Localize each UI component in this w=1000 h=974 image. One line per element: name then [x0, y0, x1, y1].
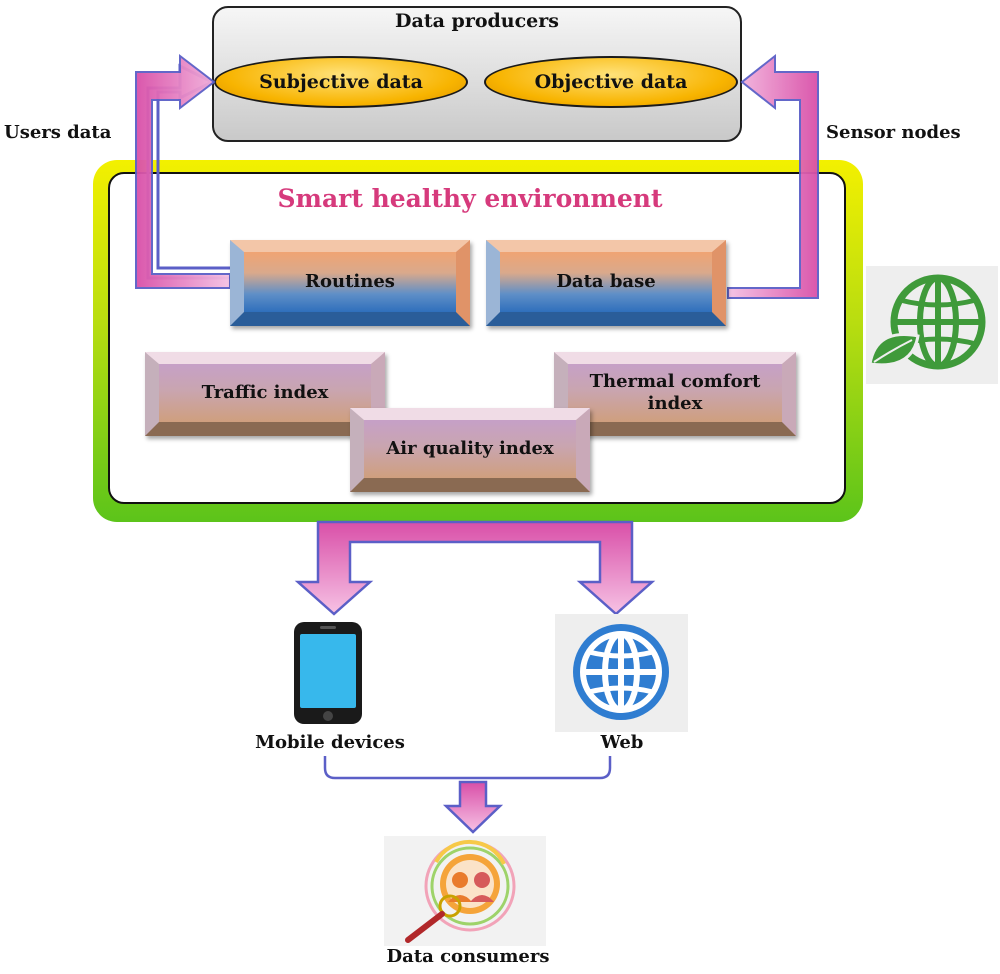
air-quality-block: Air quality index	[350, 408, 590, 492]
consumers-arrow	[442, 780, 504, 834]
sensor-nodes-label: Sensor nodes	[826, 122, 961, 143]
traffic-index-block: Traffic index	[145, 352, 385, 436]
merge-connector	[323, 756, 612, 780]
users-data-label: Users data	[4, 122, 112, 143]
thermal-comfort-line2: index	[647, 393, 703, 414]
environment-title: Smart healthy environment	[277, 184, 663, 213]
data-producers-title: Data producers	[395, 10, 559, 32]
database-block: Data base	[486, 240, 726, 326]
data-consumers-label: Data consumers	[386, 946, 550, 967]
thermal-comfort-line1: Thermal comfort	[589, 370, 761, 392]
mobile-phone-icon	[294, 622, 362, 724]
web-label: Web	[600, 732, 644, 753]
mobile-devices-label: Mobile devices	[255, 732, 405, 753]
distribution-arrow	[294, 520, 656, 616]
sensor-nodes-arrow	[727, 53, 819, 299]
users-data-arrow-body	[135, 53, 231, 289]
thermal-comfort-block: Thermal comfort index	[554, 352, 796, 436]
data-consumers-icon	[384, 836, 546, 946]
routines-block: Routines	[230, 240, 470, 326]
web-globe-icon	[555, 614, 688, 732]
objective-data-ellipse: Objective data	[484, 56, 738, 108]
eco-globe-icon	[866, 266, 998, 384]
